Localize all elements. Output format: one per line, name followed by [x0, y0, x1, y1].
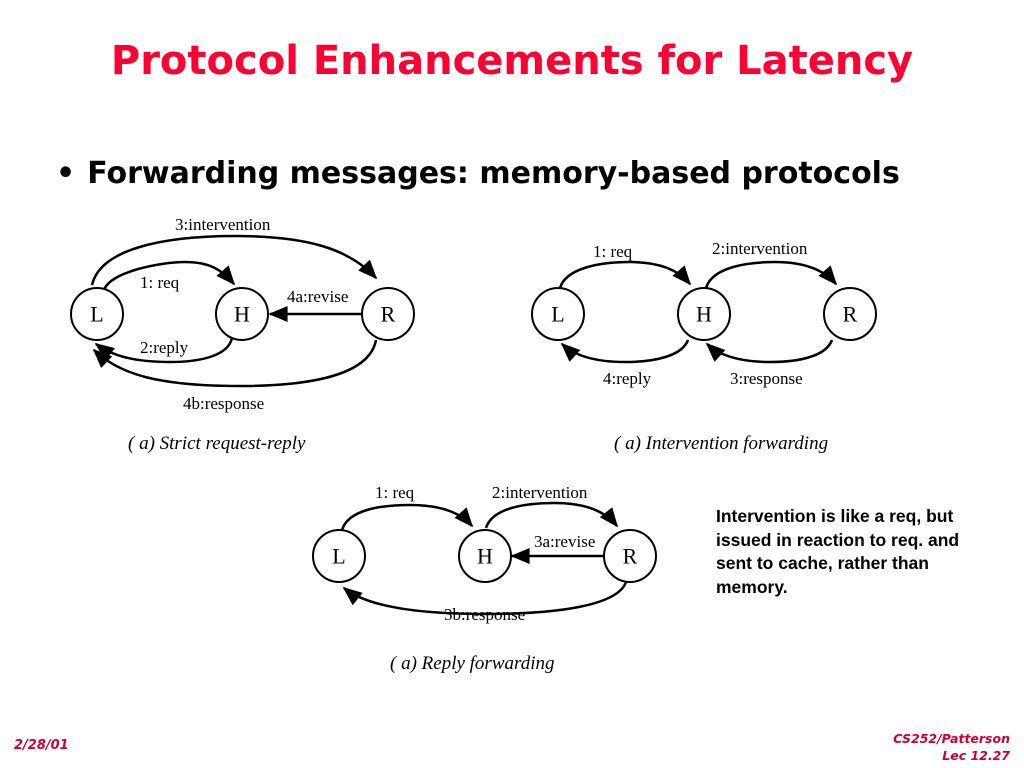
- label-req: 1: req: [140, 273, 180, 292]
- label-revise: 3a:revise: [534, 532, 595, 551]
- label-intervention: 3:intervention: [175, 215, 271, 234]
- label-req: 1: req: [375, 483, 415, 502]
- node-r-label: R: [843, 302, 858, 327]
- edge-req: [558, 260, 692, 289]
- edge-reply: [94, 337, 234, 364]
- intervention-note: Intervention is like a req, but issued i…: [716, 506, 960, 597]
- edge-response: [92, 339, 378, 388]
- label-response: 4b:response: [183, 394, 264, 413]
- node-r-label: R: [623, 544, 638, 569]
- edge-intervention: [484, 501, 619, 529]
- caption-reply: ( a) Reply forwarding: [390, 653, 554, 674]
- slide-title: Protocol Enhancements for Latency: [110, 38, 914, 84]
- node-r: [361, 287, 415, 341]
- footer-course: CS252/Patterson: [893, 731, 1010, 746]
- edge-intervention: [90, 234, 378, 286]
- label-reply: 2:reply: [140, 338, 189, 357]
- caption-strict: ( a) Strict request-reply: [128, 433, 306, 454]
- bullet-point: • Forwarding messages: memory-based proto…: [56, 156, 900, 191]
- label-response: 3:response: [730, 369, 803, 388]
- node-l-label: L: [90, 302, 103, 327]
- diagram-reply-forwarding: L H R 1: req 2:intervention 3a:revise 3b…: [312, 483, 657, 674]
- label-response: 3b:response: [444, 605, 525, 624]
- label-intervention: 2:intervention: [712, 239, 808, 258]
- node-r: [603, 529, 657, 583]
- edge-intervention: [704, 260, 838, 289]
- diagram-strict-request-reply: L H R 3:intervention 1: req 4a:revise 2:…: [70, 215, 415, 454]
- edge-response: [705, 339, 834, 364]
- node-l-label: L: [551, 302, 564, 327]
- footer-lecture: Lec 12.27: [942, 748, 1010, 763]
- edge-req: [340, 503, 474, 531]
- node-r: [823, 287, 877, 341]
- node-l-label: L: [332, 544, 345, 569]
- node-h-label: H: [234, 302, 250, 327]
- node-l: [70, 287, 124, 341]
- diagram-intervention-forwarding: L H R 1: req 2:intervention 4:reply 3:re…: [531, 239, 877, 454]
- edge-reply: [560, 339, 690, 364]
- footer-date: 2/28/01: [14, 738, 69, 753]
- label-intervention: 2:intervention: [492, 483, 588, 502]
- node-h: [215, 287, 269, 341]
- label-revise: 4a:revise: [287, 287, 348, 306]
- node-l: [531, 287, 585, 341]
- node-r-label: R: [381, 302, 396, 327]
- node-h: [458, 529, 512, 583]
- node-h-label: H: [477, 544, 493, 569]
- label-reply: 4:reply: [603, 369, 652, 388]
- edge-response: [342, 581, 628, 616]
- footer-course-info: CS252/Patterson Lec 12.27: [850, 730, 1010, 764]
- bullet-text: Forwarding messages: memory-based protoc…: [87, 156, 900, 191]
- bullet-glyph: •: [56, 156, 76, 191]
- node-h: [677, 287, 731, 341]
- caption-intervention: ( a) Intervention forwarding: [614, 433, 828, 454]
- label-req: 1: req: [593, 242, 633, 261]
- node-h-label: H: [696, 302, 712, 327]
- edge-req: [102, 260, 236, 291]
- node-l: [312, 529, 366, 583]
